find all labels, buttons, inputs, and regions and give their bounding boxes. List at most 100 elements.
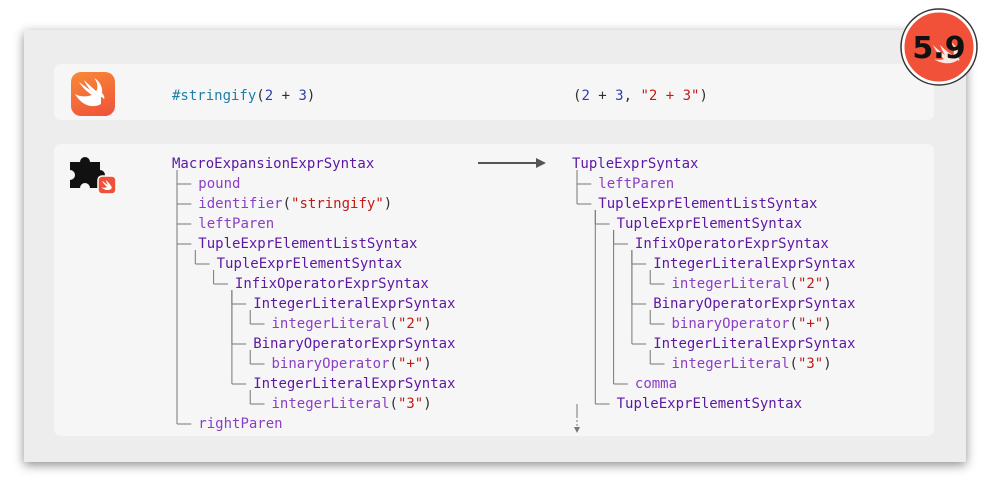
- close-paren: ): [306, 88, 316, 104]
- close-paren: ): [823, 316, 832, 332]
- syntax-type-name: MacroExpansionExprSyntax: [172, 156, 375, 172]
- macro-usage-panel: [54, 64, 934, 120]
- syntax-type-name: InfixOperatorExprSyntax: [234, 276, 429, 292]
- tree-node-label: IntegerLiteralExprSyntax: [253, 374, 455, 394]
- syntax-tree-panel: [54, 144, 934, 436]
- tree-node-label: binaryOperator("+"): [272, 354, 432, 374]
- string-literal: "2 + 3": [640, 88, 700, 104]
- close-paren: ): [383, 196, 393, 212]
- macro-call-expression: #stringify(2 + 3): [172, 86, 315, 106]
- tree-node-label: TupleExprElementSyntax: [617, 214, 802, 234]
- number-literal: 2: [264, 88, 274, 104]
- syntax-property-name: leftParen: [598, 176, 675, 192]
- tree-node-label: BinaryOperatorExprSyntax: [653, 294, 855, 314]
- syntax-type-name: TupleExprElementListSyntax: [598, 196, 818, 212]
- swift-logo-icon: [71, 72, 115, 116]
- tree-node-label: IntegerLiteralExprSyntax: [653, 334, 855, 354]
- tree-node-label: MacroExpansionExprSyntax: [172, 154, 374, 174]
- tree-node-label: IntegerLiteralExprSyntax: [253, 294, 455, 314]
- tree-node-label: InfixOperatorExprSyntax: [235, 274, 429, 294]
- string-literal: "+": [397, 356, 424, 372]
- number-literal: 2: [581, 88, 590, 104]
- syntax-type-name: IntegerLiteralExprSyntax: [253, 296, 456, 312]
- tree-node-label: integerLiteral("3"): [672, 354, 832, 374]
- syntax-property-name: binaryOperator: [271, 356, 390, 372]
- close-paren: ): [823, 356, 832, 372]
- string-literal: "2": [797, 276, 824, 292]
- syntax-type-name: IntegerLiteralExprSyntax: [653, 256, 856, 272]
- open-paren: (: [789, 356, 798, 372]
- tree-node-label: binaryOperator("+"): [672, 314, 832, 334]
- operator: +: [273, 88, 299, 104]
- tree-connector-lines: [176, 170, 265, 425]
- tree-node-label: rightParen: [198, 414, 282, 434]
- syntax-property-name: integerLiteral: [271, 396, 390, 412]
- comma: ,: [623, 88, 641, 104]
- number-literal: 3: [298, 88, 307, 104]
- operator: +: [589, 88, 616, 104]
- syntax-type-name: IntegerLiteralExprSyntax: [253, 376, 456, 392]
- string-literal: "3": [397, 396, 424, 412]
- tree-node-label: InfixOperatorExprSyntax: [635, 234, 829, 254]
- syntax-property-name: leftParen: [198, 216, 275, 232]
- tree-node-label: BinaryOperatorExprSyntax: [253, 334, 455, 354]
- syntax-property-name: integerLiteral: [271, 316, 390, 332]
- tree-node-label: integerLiteral("2"): [672, 274, 832, 294]
- syntax-type-name: TupleExprSyntax: [572, 156, 699, 172]
- syntax-type-name: BinaryOperatorExprSyntax: [253, 336, 456, 352]
- tree-node-label: pound: [198, 174, 240, 194]
- open-paren: (: [789, 316, 798, 332]
- tree-node-label: leftParen: [598, 174, 674, 194]
- string-literal: "+": [797, 316, 824, 332]
- macro-keyword: #stringify: [172, 88, 257, 104]
- open-paren: (: [389, 396, 398, 412]
- tree-node-label: TupleExprElementListSyntax: [598, 194, 817, 214]
- tree-node-label: TupleExprElementListSyntax: [198, 234, 417, 254]
- arrow-down-icon: [572, 412, 582, 438]
- open-paren: (: [389, 356, 398, 372]
- string-literal: "3": [797, 356, 824, 372]
- string-literal: "2": [397, 316, 424, 332]
- open-paren: (: [789, 276, 798, 292]
- syntax-property-name: rightParen: [198, 416, 283, 432]
- syntax-type-name: BinaryOperatorExprSyntax: [653, 296, 856, 312]
- syntax-property-name: integerLiteral: [671, 356, 790, 372]
- tree-node-label: leftParen: [198, 214, 274, 234]
- swift-version-badge: 5.9: [900, 8, 978, 86]
- tree-connector-lines: [576, 170, 665, 418]
- tree-node-label: identifier("stringify"): [198, 194, 392, 214]
- syntax-type-name: InfixOperatorExprSyntax: [634, 236, 829, 252]
- open-paren: (: [282, 196, 292, 212]
- slide: [24, 30, 966, 462]
- close-paren: ): [423, 316, 432, 332]
- open-paren: (: [389, 316, 398, 332]
- arrow-right-icon: [476, 155, 548, 175]
- close-paren: ): [823, 276, 832, 292]
- tree-node-label: integerLiteral("2"): [272, 314, 432, 334]
- close-paren: ): [699, 88, 708, 104]
- syntax-type-name: IntegerLiteralExprSyntax: [653, 336, 856, 352]
- syntax-property-name: identifier: [198, 196, 283, 212]
- tree-node-label: TupleExprSyntax: [572, 154, 698, 174]
- close-paren: ): [423, 396, 432, 412]
- syntax-type-name: TupleExprElementSyntax: [616, 216, 803, 232]
- puzzle-piece-icon: [66, 152, 117, 195]
- tree-node-label: integerLiteral("3"): [272, 394, 432, 414]
- syntax-property-name: integerLiteral: [671, 276, 790, 292]
- number-literal: 3: [615, 88, 624, 104]
- tree-node-label: TupleExprElementSyntax: [217, 254, 402, 274]
- open-paren: (: [573, 88, 582, 104]
- syntax-property-name: comma: [634, 376, 678, 392]
- close-paren: ): [423, 356, 432, 372]
- syntax-type-name: TupleExprElementSyntax: [216, 256, 403, 272]
- syntax-type-name: TupleExprElementListSyntax: [198, 236, 418, 252]
- tree-node-label: TupleExprElementSyntax: [617, 394, 802, 414]
- string-literal: "stringify": [291, 196, 384, 212]
- expansion-result-expression: (2 + 3, "2 + 3"): [573, 86, 708, 106]
- version-label: 5.9: [912, 31, 965, 66]
- syntax-type-name: TupleExprElementSyntax: [616, 396, 803, 412]
- open-paren: (: [256, 88, 265, 104]
- syntax-property-name: binaryOperator: [671, 316, 790, 332]
- syntax-property-name: pound: [198, 176, 241, 192]
- tree-node-label: comma: [635, 374, 677, 394]
